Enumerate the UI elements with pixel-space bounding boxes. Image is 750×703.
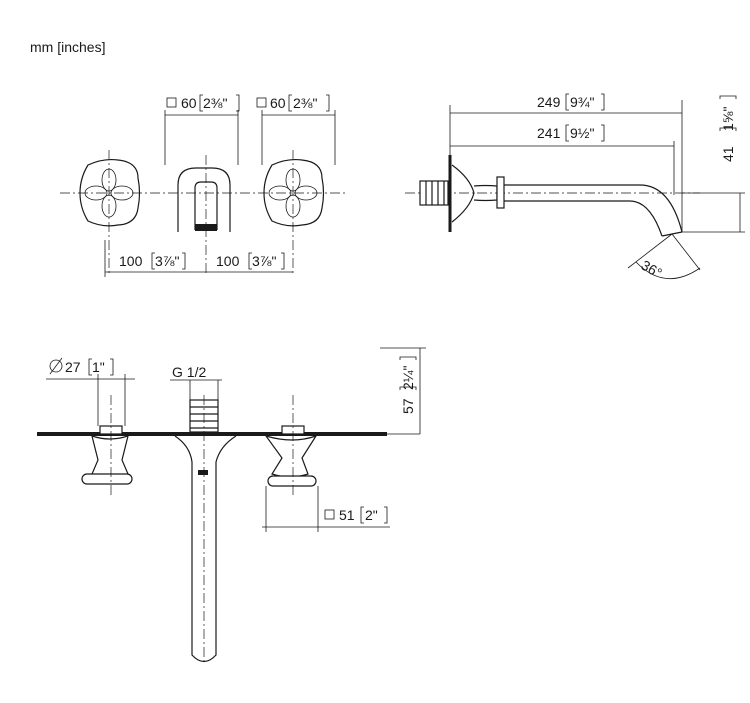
- square-symbol-icon: [324, 509, 335, 520]
- left-handle-top: [81, 395, 133, 495]
- dim-51-mm: 51: [339, 507, 355, 523]
- side-connector: [419, 180, 449, 206]
- dim-241: [450, 141, 675, 195]
- side-view: 249 9¾" 241 9½" 41 1⅝" 36°: [405, 93, 745, 281]
- spout-lower-edge: [504, 200, 663, 237]
- dim-60-left-mm: 60: [181, 95, 197, 111]
- dim-41-inch: 1⅝": [720, 107, 736, 131]
- dim-241-mm: 241: [537, 125, 561, 141]
- dim-27-mm: 27: [65, 359, 81, 375]
- spout-top: [174, 395, 237, 665]
- dim-57: [380, 347, 426, 434]
- side-collar: [496, 176, 505, 209]
- right-handle: [263, 150, 325, 275]
- dim-60-right-mm: 60: [270, 95, 286, 111]
- dim-41-mm: 41: [720, 146, 736, 162]
- dim-27-inch: 1": [92, 359, 105, 375]
- dim-51-inch: 2": [365, 507, 378, 523]
- dim-249-inch: 9¾": [570, 94, 594, 110]
- units-label: mm [inches]: [30, 39, 105, 55]
- right-handle-top: [264, 395, 318, 495]
- dim-51: [262, 486, 390, 532]
- dim-249: [449, 100, 683, 232]
- dim-249-mm: 249: [537, 94, 561, 110]
- dim-57-inch: 2¼": [400, 366, 416, 390]
- dim-100-right-mm: 100: [216, 253, 240, 269]
- square-symbol-icon: [166, 97, 177, 108]
- dim-241-inch: 9½": [570, 125, 594, 141]
- thread-label: G 1/2: [172, 364, 206, 380]
- dim-100-spacing: [104, 240, 293, 277]
- square-symbol-icon: [256, 97, 267, 108]
- wall-surface: [37, 432, 387, 436]
- dim-60-left: [164, 110, 239, 165]
- dim-100-right-inch: 3⅞": [252, 253, 276, 269]
- dim-100-left-inch: 3⅞": [155, 253, 179, 269]
- dim-57-mm: 57: [400, 398, 416, 414]
- front-view: 60 2⅜" 60 2⅜" 100 3⅞" 100 3⅞": [60, 94, 345, 277]
- spout-upper-edge: [504, 184, 683, 233]
- left-handle: [79, 150, 141, 275]
- dim-41: [682, 192, 745, 233]
- dim-60-right-inch: 2⅜": [293, 95, 317, 111]
- dim-60-left-inch: 2⅜": [203, 95, 227, 111]
- dim-60-right: [261, 110, 336, 165]
- spout-front: [177, 155, 231, 275]
- diameter-symbol-icon: [49, 359, 63, 373]
- dim-27: [46, 374, 135, 426]
- angle-36: [627, 233, 701, 280]
- dim-100-left-mm: 100: [119, 253, 143, 269]
- top-view: 27 1" G 1/2 57 2¼": [37, 347, 426, 665]
